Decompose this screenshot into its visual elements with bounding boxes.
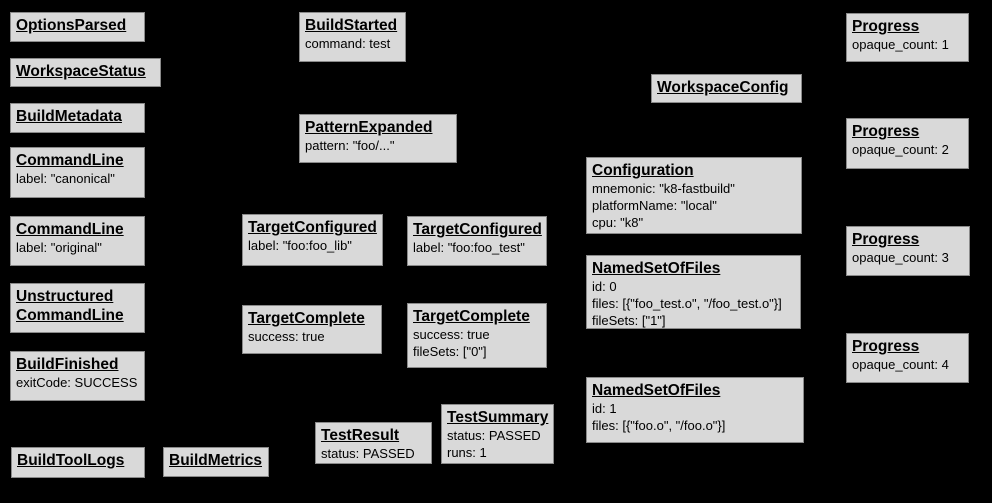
node-options-parsed: OptionsParsed [10, 12, 145, 42]
node-build-tool-logs: BuildToolLogs [11, 447, 145, 478]
node-field: opaque_count: 3 [852, 250, 949, 265]
node-title: CommandLine [16, 221, 124, 238]
node-title: TargetComplete [248, 310, 365, 327]
node-field: opaque_count: 1 [852, 37, 949, 52]
node-build-started: BuildStarted command: test [299, 12, 406, 62]
node-title: BuildMetadata [16, 108, 122, 125]
node-field: status: PASSED [447, 428, 541, 443]
node-progress-2: Progress opaque_count: 2 [846, 118, 969, 169]
node-command-line-canonical: CommandLine label: "canonical" [10, 147, 145, 198]
node-workspace-config: WorkspaceConfig [651, 74, 802, 103]
node-progress-4: Progress opaque_count: 4 [846, 333, 969, 383]
node-field: fileSets: ["0"] [413, 344, 487, 359]
node-target-complete-foo-test: TargetComplete success: true fileSets: ["0… [407, 303, 547, 368]
node-title: TestResult [321, 427, 400, 444]
node-field: cpu: "k8" [592, 215, 644, 230]
node-title: CommandLine [16, 152, 124, 169]
node-field: opaque_count: 4 [852, 357, 949, 372]
node-field: fileSets: ["1"] [592, 313, 666, 328]
node-title: OptionsParsed [16, 17, 127, 34]
node-named-set-of-files-1: NamedSetOfFiles id: 1 files: [{"foo.o", "/… [586, 377, 804, 443]
node-field: pattern: "foo/..." [305, 138, 395, 153]
node-field: runs: 1 [447, 445, 487, 460]
node-title: BuildMetrics [169, 452, 263, 469]
node-progress-3: Progress opaque_count: 3 [846, 226, 970, 276]
node-field: command: test [305, 36, 391, 51]
node-title: Progress [852, 123, 920, 140]
node-field: label: "foo:foo_lib" [248, 238, 352, 253]
node-field: opaque_count: 2 [852, 142, 949, 157]
node-target-configured-foo-test: TargetConfigured label: "foo:foo_test" [407, 216, 547, 266]
node-title: TargetConfigured [248, 219, 377, 236]
node-field: status: PASSED [321, 446, 415, 461]
node-field: platformName: "local" [592, 198, 717, 213]
node-target-configured-foo-lib: TargetConfigured label: "foo:foo_lib" [242, 214, 383, 266]
node-field: label: "foo:foo_test" [413, 240, 525, 255]
node-build-finished: BuildFinished exitCode: SUCCESS [10, 351, 145, 401]
node-field: label: "canonical" [16, 171, 115, 186]
node-pattern-expanded: PatternExpanded pattern: "foo/..." [299, 114, 457, 163]
node-field: exitCode: SUCCESS [16, 375, 138, 390]
node-field: success: true [248, 329, 325, 344]
node-title: TargetComplete [413, 308, 530, 325]
node-configuration: Configuration mnemonic: "k8-fastbuild" pla… [586, 157, 802, 234]
node-title: TargetConfigured [413, 221, 542, 238]
node-workspace-status: WorkspaceStatus [10, 58, 161, 87]
node-title: BuildFinished [16, 356, 119, 373]
node-field: success: true [413, 327, 490, 342]
node-target-complete-foo-lib: TargetComplete success: true [242, 305, 382, 354]
node-title: PatternExpanded [305, 119, 433, 136]
node-title: BuildToolLogs [17, 452, 125, 469]
node-field: files: [{"foo_test.o", "/foo_test.o"}] [592, 296, 782, 311]
node-title: CommandLine [16, 307, 124, 324]
node-test-result: TestResult status: PASSED [315, 422, 432, 464]
node-title: BuildStarted [305, 17, 398, 34]
node-title: WorkspaceConfig [657, 79, 789, 96]
node-title: Unstructured [16, 288, 114, 305]
node-build-metadata: BuildMetadata [10, 103, 145, 133]
node-title: NamedSetOfFiles [592, 260, 721, 277]
node-field: files: [{"foo.o", "/foo.o"}] [592, 418, 726, 433]
node-title: Configuration [592, 162, 694, 179]
node-field: id: 1 [592, 401, 617, 416]
node-title: WorkspaceStatus [16, 63, 146, 80]
node-title: TestSummary [447, 409, 549, 426]
node-build-metrics: BuildMetrics [163, 447, 269, 477]
node-named-set-of-files-0: NamedSetOfFiles id: 0 files: [{"foo_test.o… [586, 255, 801, 329]
node-title: Progress [852, 231, 920, 248]
node-field: id: 0 [592, 279, 617, 294]
node-title: Progress [852, 338, 920, 355]
node-title: NamedSetOfFiles [592, 382, 721, 399]
node-title: Progress [852, 18, 920, 35]
node-field: label: "original" [16, 240, 102, 255]
node-field: mnemonic: "k8-fastbuild" [592, 181, 735, 196]
node-test-summary: TestSummary status: PASSED runs: 1 [441, 404, 554, 464]
node-progress-1: Progress opaque_count: 1 [846, 13, 969, 62]
node-command-line-original: CommandLine label: "original" [10, 216, 145, 266]
